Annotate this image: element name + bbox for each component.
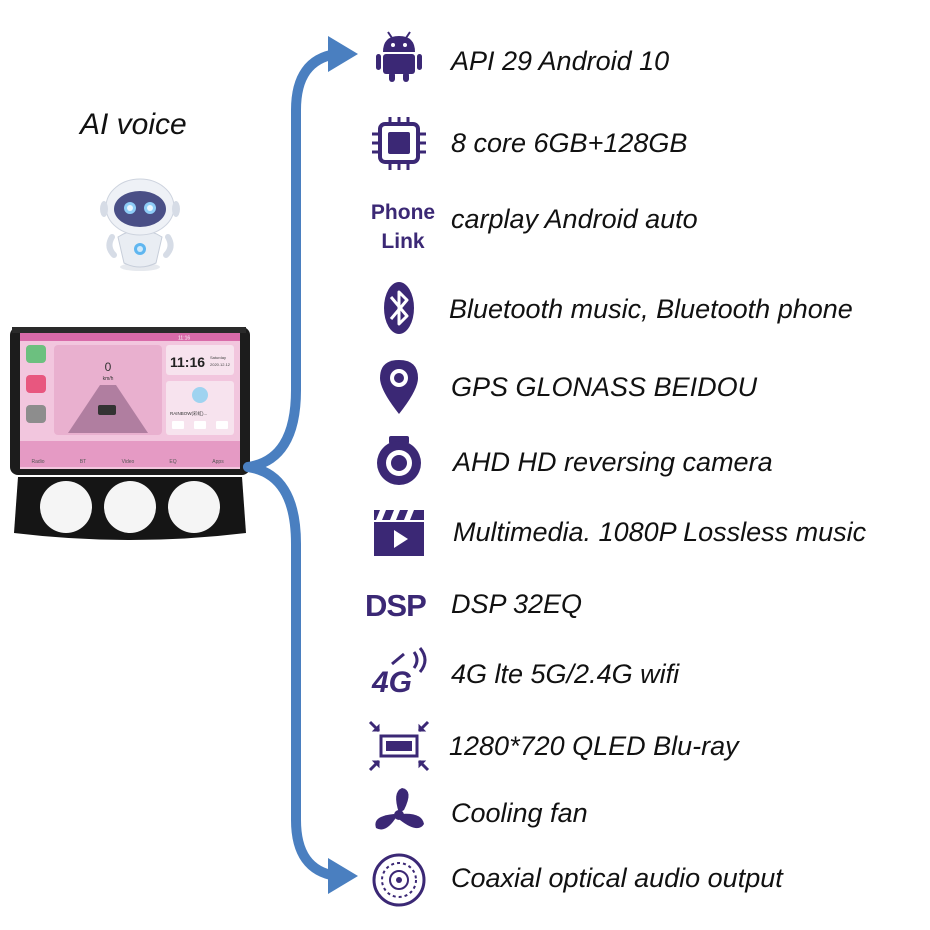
feature-display: 1280*720 QLED Blu-ray	[449, 731, 739, 761]
feature-4g: 4G lte 5G/2.4G wifi	[451, 659, 680, 689]
bluetooth-icon	[384, 282, 414, 334]
date-bottom: 2020.12.12	[210, 362, 231, 367]
4g-label: 4G	[371, 666, 412, 699]
head-unit-image: 11:16 0 km/h 11:16 Saturday 2020.12.12 R…	[10, 327, 250, 540]
phone-link-line1: Phone	[370, 201, 436, 224]
dock-video: Video	[122, 459, 135, 465]
map-pin-icon	[380, 360, 418, 414]
feature-optical: Coaxial optical audio output	[451, 863, 783, 893]
feature-phone-link: carplay Android auto	[451, 204, 698, 234]
music-title: RAINBOW(彩虹)...	[170, 410, 207, 417]
dock-apps: Apps	[212, 459, 224, 465]
clock: 11:16	[170, 354, 205, 370]
ai-voice-title: AI voice	[80, 108, 187, 141]
feature-camera: AHD HD reversing camera	[453, 447, 773, 477]
feature-fan: Cooling fan	[451, 798, 588, 828]
4g-signal-icon: 4G	[371, 647, 427, 699]
fan-icon	[375, 788, 424, 830]
clapperboard-icon	[374, 510, 424, 556]
feature-android: API 29 Android 10	[451, 46, 670, 76]
camera-icon	[377, 436, 421, 485]
phone-link-line2: Link	[381, 230, 425, 253]
dock-eq: EQ	[169, 459, 176, 465]
dsp-logo: DSP	[365, 588, 427, 623]
bracket-connector	[243, 36, 358, 894]
android-icon	[376, 31, 422, 82]
status-time: 11:16	[178, 336, 190, 342]
dock-radio: Radio	[31, 459, 44, 465]
feature-multimedia: Multimedia. 1080P Lossless music	[453, 517, 867, 547]
feature-dsp: DSP 32EQ	[451, 589, 583, 619]
feature-cpu: 8 core 6GB+128GB	[451, 128, 688, 158]
optical-audio-icon	[372, 853, 426, 907]
speed-value: 0	[105, 360, 112, 374]
cpu-chip-icon	[372, 117, 426, 170]
speed-unit: km/h	[103, 376, 114, 382]
feature-bluetooth: Bluetooth music, Bluetooth phone	[449, 294, 853, 324]
date-top: Saturday	[210, 355, 226, 360]
dock-bt: BT	[80, 459, 86, 465]
phone-link-label: Phone Link	[358, 198, 448, 256]
feature-gps: GPS GLONASS BEIDOU	[451, 372, 758, 402]
robot-icon	[100, 178, 180, 271]
screen-resolution-icon	[368, 720, 430, 772]
